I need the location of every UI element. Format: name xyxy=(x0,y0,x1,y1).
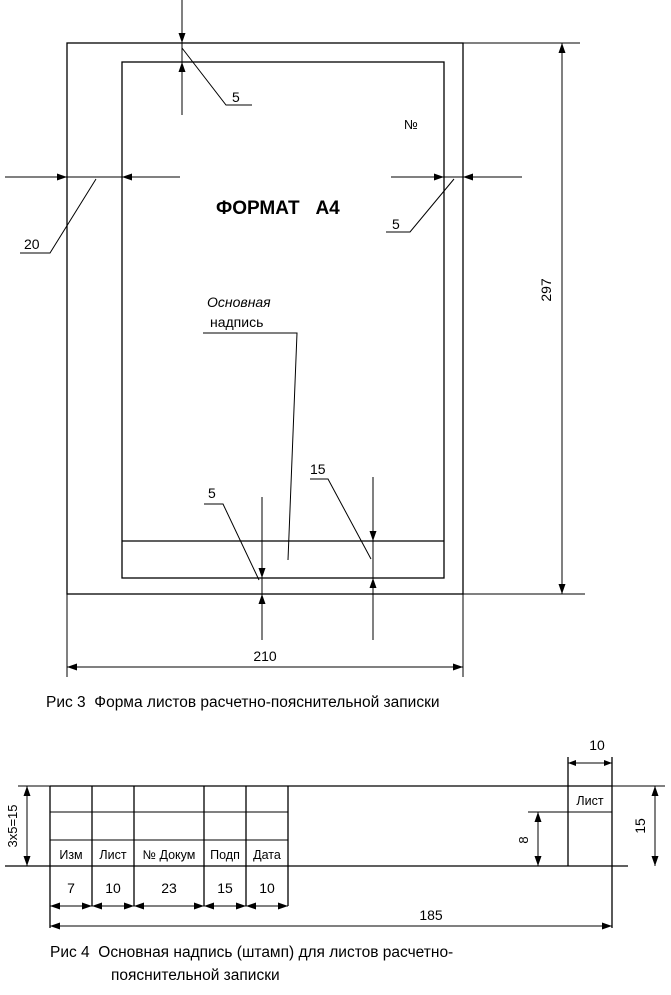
col-dim-arrow-b xyxy=(82,902,92,910)
column-label-data: Дата xyxy=(253,848,281,862)
stamp-height-value: 15 xyxy=(310,461,326,477)
sheet-upper-value: 8 xyxy=(516,836,531,843)
width-arrow-right xyxy=(453,663,463,671)
top-margin-leader xyxy=(181,47,252,106)
right-margin-arrow-right xyxy=(434,173,444,181)
col-dim-arrow-e xyxy=(134,902,144,910)
right-height-arrow-bottom xyxy=(651,856,659,866)
height-arrow-top xyxy=(558,43,566,53)
bottom-margin-arrow-down xyxy=(258,568,266,578)
column-label-nom-dokum: № Докум xyxy=(143,848,196,862)
rows-arrow-top xyxy=(23,786,31,796)
column-dim-data: 10 xyxy=(259,880,275,896)
col-dim-arrow-h xyxy=(236,902,246,910)
sheet-cell-label: Лист xyxy=(576,794,603,808)
sheet-upper-arrow-top xyxy=(534,812,542,822)
figure-4-caption-line2: пояснительной записки xyxy=(111,967,280,984)
bottom-margin-value: 5 xyxy=(208,485,216,501)
left-margin-leader xyxy=(20,178,97,254)
sheet-width-arrow-right xyxy=(604,760,612,766)
col-dim-arrow-a xyxy=(50,902,60,910)
right-height-value: 15 xyxy=(632,818,648,834)
column-label-podp: Подп xyxy=(210,848,240,862)
stamp-label-leader xyxy=(203,332,298,561)
stamp-height-arrow-down xyxy=(369,531,377,541)
sheet-outer-border xyxy=(66,42,464,595)
stamp-label-line1: Основная xyxy=(207,294,271,310)
right-height-arrow-top xyxy=(651,786,659,796)
stamp-height-leader xyxy=(310,478,372,560)
sheet-width-arrow-left xyxy=(568,760,576,766)
col-dim-arrow-j xyxy=(278,902,288,910)
height-value: 297 xyxy=(538,278,554,302)
figure-3-sheet-layout: 5 № 20 ФОРМАТ А4 5 297 Основная надпись xyxy=(5,0,585,711)
total-width-value: 185 xyxy=(419,907,443,923)
col-dim-arrow-f xyxy=(194,902,204,910)
total-width-arrow-left xyxy=(50,922,60,930)
col-dim-arrow-d xyxy=(124,902,134,910)
right-margin-value: 5 xyxy=(392,216,400,232)
corner-mark: № xyxy=(404,117,418,132)
column-dim-nom-dokum: 23 xyxy=(161,880,177,896)
stamp-label-line2: надпись xyxy=(210,314,263,330)
col-dim-arrow-g xyxy=(204,902,214,910)
stamp-height-arrow-up xyxy=(369,578,377,588)
right-margin-arrow-left xyxy=(463,173,473,181)
bottom-margin-leader xyxy=(204,503,260,581)
sheet-upper-arrow-bottom xyxy=(534,856,542,866)
column-dim-podp: 15 xyxy=(217,880,233,896)
sheet-inner-frame xyxy=(121,61,445,579)
figure-4-caption-line1: Рис 4 Основная надпись (штамп) для листо… xyxy=(50,944,453,961)
left-margin-value: 20 xyxy=(24,236,40,252)
top-margin-value: 5 xyxy=(232,89,240,105)
rows-dim-value: 3x5=15 xyxy=(5,804,20,847)
width-value: 210 xyxy=(253,648,277,664)
top-margin-arrow-down xyxy=(178,33,186,43)
figure-4-title-block: Изм Лист № Докум Подп Дата Лист 7 10 23 … xyxy=(5,737,665,984)
left-margin-arrow-left xyxy=(122,173,132,181)
column-label-izm: Изм xyxy=(59,848,82,862)
left-margin-arrow-right xyxy=(57,173,67,181)
rows-arrow-bottom xyxy=(23,856,31,866)
format-title: ФОРМАТ А4 xyxy=(216,198,340,219)
top-margin-arrow-up xyxy=(178,62,186,72)
right-margin-leader xyxy=(386,178,455,233)
height-arrow-bottom xyxy=(558,584,566,594)
column-dim-izm: 7 xyxy=(67,880,75,896)
column-dim-list: 10 xyxy=(105,880,121,896)
col-dim-arrow-c xyxy=(92,902,102,910)
total-width-arrow-right xyxy=(602,922,612,930)
column-label-list: Лист xyxy=(99,848,126,862)
width-arrow-left xyxy=(67,663,77,671)
col-dim-arrow-i xyxy=(246,902,256,910)
sheet-width-value: 10 xyxy=(589,737,605,753)
figure-3-caption: Рис 3 Форма листов расчетно-пояснительно… xyxy=(46,694,440,711)
bottom-margin-arrow-up xyxy=(258,594,266,604)
